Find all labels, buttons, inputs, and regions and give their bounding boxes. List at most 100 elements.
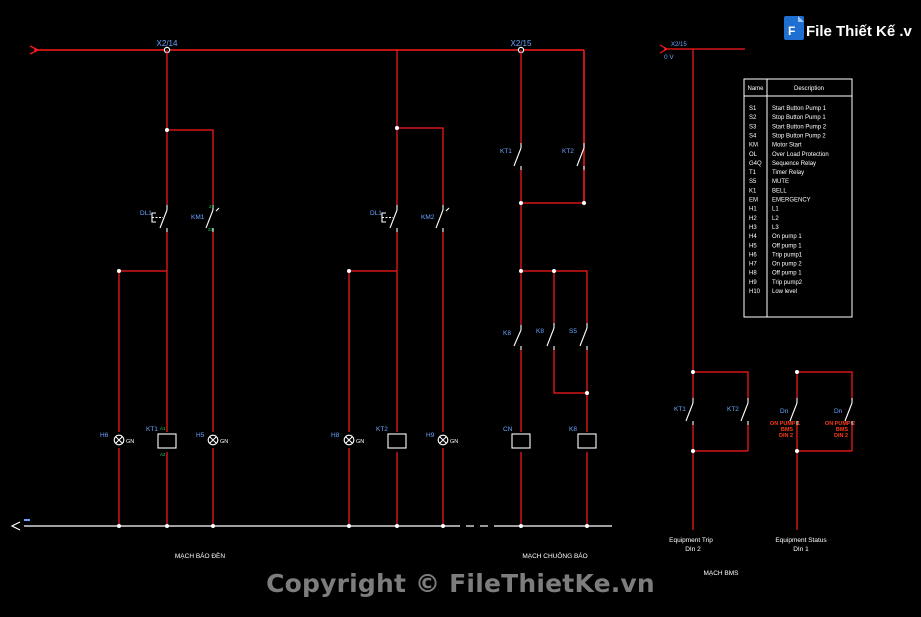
label-gn: GN [126, 439, 134, 445]
watermark-logo: F File Thiết Kế .vn [782, 12, 921, 46]
label-dn: Dn [780, 408, 789, 415]
title-mach-bms: MẠCH BMS [703, 570, 739, 577]
legend-row-description: Start Button Pump 1 [772, 106, 827, 112]
legend-row-description: Trip pump2 [772, 280, 803, 286]
title-mach-chuong-bao: MẠCH CHUÔNG BÁO [522, 551, 587, 560]
legend-row-description: L3 [772, 225, 779, 231]
legend-row-name: EM [749, 198, 758, 204]
bottom-bus [10, 521, 612, 531]
label-kt2: KT2 [727, 406, 739, 413]
node-label-x2-14: X2/14 [157, 39, 178, 48]
legend-row-description: Stop Button Pump 2 [772, 133, 826, 139]
contact-dn1 [789, 398, 798, 425]
legend-row-name: T1 [749, 170, 757, 176]
legend-row-description: Stop Button Pump 1 [772, 115, 826, 121]
legend-row-name: K1 [749, 188, 757, 194]
label-k8: K8 [536, 328, 544, 335]
label-h5: H5 [196, 432, 205, 439]
label-k8: K8 [503, 330, 511, 337]
lamp-h9 [437, 434, 449, 446]
legend-row-name: H10 [749, 289, 761, 295]
label-gn: GN [450, 439, 458, 445]
supply-line [29, 45, 585, 203]
label-kt1: KT1 [146, 426, 158, 433]
legend-row-name: H6 [749, 252, 757, 258]
legend-row-description: On pump 1 [772, 234, 802, 240]
label-kt1: KT1 [674, 406, 686, 413]
legend-row-description: Motor Start [772, 143, 802, 149]
legend-row-name: H2 [749, 216, 757, 222]
label-km2: KM2 [421, 214, 435, 221]
label-s5: S5 [569, 328, 577, 335]
bms-label-line: ON PUMP 1 [770, 421, 800, 427]
bms-label-line: DIN 2 [834, 433, 848, 439]
mach-bao-den-left: DL1 KM1 21 22 H6 GN KT1 A1 A2 H5 GN [100, 50, 228, 528]
terminal-tag: 21 [209, 204, 215, 209]
legend-row-name: H3 [749, 225, 757, 231]
label-equip-trip-din: DIn 2 [685, 546, 701, 553]
contact-dl1 [151, 205, 168, 232]
file-logo-icon: F File Thiết Kế .vn [784, 16, 921, 40]
label-h9: H9 [426, 432, 435, 439]
legend-row-name: S4 [749, 133, 757, 139]
legend-row-description: L2 [772, 216, 779, 222]
relay-coil-k8 [577, 433, 597, 449]
legend-row-description: BELL [772, 188, 787, 194]
legend-row-name: H5 [749, 243, 757, 249]
legend-row-name: G4Q [749, 161, 762, 167]
contact-kt2 [576, 143, 585, 170]
legend-row-description: Over Load Protection [772, 152, 829, 158]
copyright-watermark: Copyright © FileThietKe.vn [266, 569, 655, 598]
legend-row-name: S3 [749, 124, 757, 130]
label-kt2: KT2 [376, 426, 388, 433]
lamp-h8 [343, 434, 355, 446]
legend-row-description: Low level [772, 289, 797, 295]
bell-coil-cn [511, 433, 531, 449]
legend-row-name: H7 [749, 262, 757, 268]
contact-dl1 [381, 205, 398, 232]
label-gn: GN [356, 439, 364, 445]
contact-s5 [579, 323, 588, 350]
legend-row-description: Off pump 1 [772, 271, 802, 277]
legend-row-name: H9 [749, 280, 757, 286]
contact-km2 [435, 205, 450, 232]
svg-text:F: F [788, 24, 795, 38]
relay-coil-kt1 [157, 433, 177, 449]
label-a1: A1 [160, 426, 166, 431]
legend-row-description: Trip pump1 [772, 252, 803, 258]
legend-row-description: Start Button Pump 2 [772, 124, 827, 130]
contact-kt1 [513, 143, 522, 170]
legend-row-description: EMERGENCY [772, 198, 811, 204]
legend-row-name: KM [749, 143, 758, 149]
legend-row-name: S5 [749, 179, 757, 185]
legend-row-name: H1 [749, 207, 757, 213]
contact-kt1 [685, 398, 694, 425]
legend-col-description: Description [794, 86, 824, 92]
legend-row-name: H4 [749, 234, 757, 240]
mach-bao-den-right: DL1 KM2 H8 GN KT2 H9 GN [331, 50, 458, 528]
contact-k8b [546, 323, 555, 350]
terminal-tag: 22 [208, 227, 214, 232]
bms-label-line: BMS [836, 427, 849, 433]
legend-row-name: S1 [749, 106, 757, 112]
legend-row-description: MUTE [772, 179, 789, 185]
label-a2: A2 [160, 452, 166, 457]
legend-row-description: On pump 2 [772, 262, 802, 268]
legend-row-name: OL [749, 152, 758, 158]
bms-node-tag: X2/15 [671, 42, 687, 48]
label-equip-status-din: DIn 1 [793, 546, 809, 553]
legend-row-description: Sequence Relay [772, 161, 816, 167]
contact-km1 [205, 205, 220, 232]
contact-dn2 [844, 398, 853, 425]
legend-col-name: Name [747, 86, 764, 92]
label-gn: GN [220, 439, 228, 445]
lamp-h5 [207, 434, 219, 446]
lamp-h6 [113, 434, 125, 446]
label-zero-v: 0 V [664, 54, 674, 61]
label-dn: Dn [834, 408, 843, 415]
legend-row-description: Timer Relay [772, 170, 804, 176]
watermark-logo-text: File Thiết Kế .vn [806, 23, 912, 40]
label-h6: H6 [100, 432, 109, 439]
bms-label-line: ON PUMP 2 [825, 421, 855, 427]
